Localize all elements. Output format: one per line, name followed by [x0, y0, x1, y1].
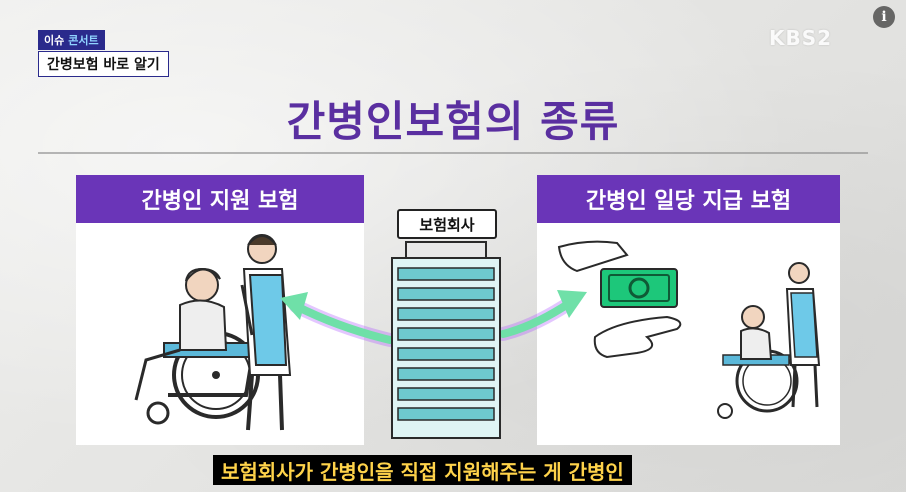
- series-part2: 콘서트: [68, 34, 99, 47]
- left-panel-header: 간병인 지원 보험: [76, 175, 364, 223]
- kbs2-logo: KBS2: [769, 26, 833, 50]
- money-hands-illustration: [557, 240, 821, 419]
- right-panel: 간병인 일당 지급 보험: [537, 175, 840, 445]
- info-icon[interactable]: i: [873, 6, 895, 28]
- right-arrow: [496, 290, 587, 341]
- divider: [38, 152, 868, 154]
- insurer-label: 보험회사: [397, 209, 497, 239]
- left-panel: 간병인 지원 보험: [76, 175, 364, 445]
- left-arrow: [280, 292, 397, 347]
- series-part1: 이슈: [44, 34, 65, 47]
- insurance-building-icon: [391, 241, 501, 439]
- caregiver-wheelchair-illustration: [134, 234, 292, 431]
- main-title: 간병인보험의 종류: [286, 97, 620, 146]
- subtitle-caption: 보험회사가 간병인을 직접 지원해주는 게 간병인: [213, 455, 632, 485]
- program-title: 간병보험 바로 알기: [38, 51, 169, 77]
- right-panel-header: 간병인 일당 지급 보험: [537, 175, 840, 223]
